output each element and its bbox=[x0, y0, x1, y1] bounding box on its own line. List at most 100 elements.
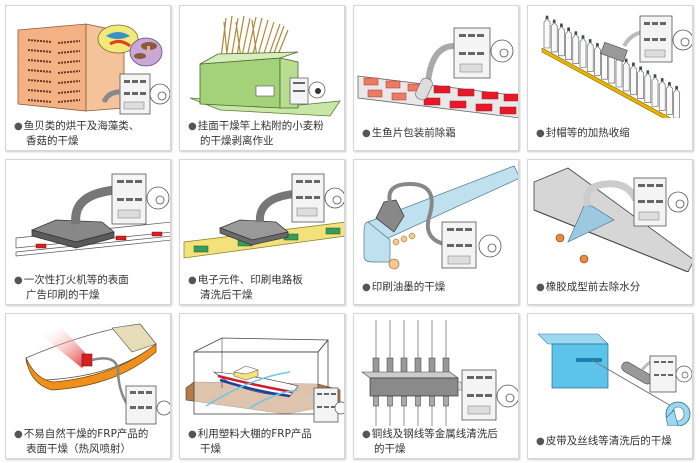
application-card-wire: ●铜线及钢线等金属线清洗后 的干燥 bbox=[353, 313, 519, 459]
heater-unit-icon bbox=[639, 15, 692, 63]
application-card-lighter: ●一次性打火机等的表面 广告印刷的干燥 bbox=[5, 159, 171, 305]
caption-line-1: 一次性打火机等的表面 bbox=[23, 274, 129, 286]
nozzle-icon bbox=[428, 357, 436, 375]
heater-unit-icon bbox=[633, 177, 689, 227]
application-caption: ●生鱼片包装前除霜 bbox=[362, 126, 514, 141]
application-caption: ●鱼贝类的烘干及海藻类、 香菇的干燥 bbox=[14, 119, 166, 149]
mushroom-bubble-icon bbox=[129, 37, 163, 67]
bullet-icon: ● bbox=[14, 121, 23, 132]
caption-line-1: 挂面干燥竿上粘附的小麦粉 bbox=[197, 120, 324, 132]
application-caption: ●印刷油墨的干燥 bbox=[362, 280, 514, 295]
heater-unit-icon bbox=[111, 173, 170, 225]
bottle-icon bbox=[594, 44, 601, 76]
nozzle-icon bbox=[387, 395, 393, 407]
fish-fillet-illustration bbox=[357, 27, 518, 118]
bottle-cap-icon bbox=[560, 23, 563, 28]
caption-line-1: 利用塑料大棚的FRP产品 bbox=[197, 428, 312, 440]
rubber-dewatering-illustration bbox=[533, 167, 692, 272]
caption-line-1: 不易自然干燥的FRP产品的 bbox=[23, 428, 149, 440]
application-card-ink: ●印刷油墨的干燥 bbox=[353, 159, 519, 305]
application-grid: ●鱼贝类的烘干及海藻类、 香菇的干燥 ●挂面干 bbox=[5, 5, 693, 459]
bottle-icon bbox=[558, 24, 565, 57]
bottle-cap-icon bbox=[581, 35, 585, 39]
application-caption: ●一次性打火机等的表面 广告印刷的干燥 bbox=[14, 273, 166, 303]
noodle-drying-illustration bbox=[189, 15, 341, 117]
nozzle-icon bbox=[414, 357, 422, 375]
caption-line-1: 铜线及钢线等金属线清洗后 bbox=[371, 428, 498, 440]
heater-unit-icon bbox=[453, 27, 514, 79]
application-card-rubber: ●橡胶成型前去除水分 bbox=[527, 159, 693, 305]
bottle-cap-shrink-illustration bbox=[541, 15, 692, 118]
bottle-cap-icon bbox=[668, 82, 671, 86]
heater-unit-icon bbox=[649, 355, 692, 393]
caption-line-2: 香菇的干燥 bbox=[26, 135, 79, 147]
caption-line-2: 广告印刷的干燥 bbox=[26, 289, 100, 301]
bottle-icon bbox=[630, 63, 637, 96]
caption-line-2: 的干燥 bbox=[374, 443, 406, 455]
bullet-icon: ● bbox=[362, 128, 371, 139]
bullet-icon: ● bbox=[188, 429, 197, 440]
bullet-icon: ● bbox=[14, 429, 23, 440]
nozzle-icon bbox=[415, 395, 421, 407]
application-card-seafood: ●鱼贝类的烘干及海藻类、 香菇的干燥 bbox=[5, 5, 171, 151]
bottle-cap-icon bbox=[574, 31, 578, 35]
bullet-icon: ● bbox=[536, 282, 545, 293]
caption-line-1: 橡胶成型前去除水分 bbox=[545, 281, 641, 293]
nozzle-icon bbox=[386, 357, 394, 375]
bottle-cap-icon bbox=[545, 15, 549, 20]
caption-line-2: 表面干燥（热风喷射） bbox=[26, 443, 131, 455]
pcb-drying-illustration bbox=[183, 173, 344, 259]
metal-wire-drying-illustration bbox=[361, 320, 518, 426]
bottle-icon bbox=[565, 28, 572, 60]
application-card-pcb: ●电子元件、印刷电路板 清洗后干燥 bbox=[179, 159, 345, 305]
bottle-cap-icon bbox=[588, 39, 592, 43]
bullet-icon: ● bbox=[362, 282, 371, 293]
bottle-icon bbox=[637, 67, 644, 99]
heater-unit-icon bbox=[101, 73, 170, 115]
application-caption: ●封帽等的加热收缩 bbox=[536, 126, 688, 141]
nozzle-icon bbox=[401, 395, 407, 407]
application-caption: ●铜线及钢线等金属线清洗后 的干燥 bbox=[362, 427, 514, 457]
application-caption: ●不易自然干燥的FRP产品的 表面干燥（热风喷射） bbox=[14, 427, 166, 457]
application-card-belt: ●皮带及丝线等清洗后的干燥 bbox=[527, 313, 693, 459]
bottle-cap-icon bbox=[653, 74, 657, 78]
caption-line-1: 封帽等的加热收缩 bbox=[545, 127, 630, 139]
heater-unit-icon bbox=[289, 77, 326, 105]
bottle-cap-icon bbox=[660, 78, 664, 82]
caption-line-2: 的干燥剥离作业 bbox=[200, 135, 274, 147]
application-caption: ●挂面干燥竿上粘附的小麦粉 的干燥剥离作业 bbox=[188, 119, 340, 149]
bottle-icon bbox=[586, 40, 594, 72]
caption-line-1: 电子元件、印刷电路板 bbox=[197, 274, 303, 286]
application-card-cap-shrink: ●封帽等的加热收缩 bbox=[527, 5, 693, 151]
lighter-printing-illustration bbox=[15, 173, 170, 257]
bottle-cap-icon bbox=[552, 19, 556, 24]
ink-drying-illustration bbox=[363, 165, 518, 270]
bullet-icon: ● bbox=[536, 128, 545, 139]
heater-unit-icon bbox=[313, 387, 344, 423]
bottle-cap-icon bbox=[646, 70, 650, 74]
heater-unit-icon bbox=[461, 369, 518, 421]
caption-line-1: 鱼贝类的烘干及海藻类、 bbox=[23, 120, 140, 132]
bottle-cap-icon bbox=[624, 58, 628, 63]
bottle-cap-icon bbox=[675, 85, 678, 90]
bottle-icon bbox=[543, 16, 551, 49]
caption-line-2: 干燥 bbox=[200, 443, 221, 455]
caption-line-1: 印刷油墨的干燥 bbox=[371, 281, 446, 293]
bullet-icon: ● bbox=[362, 429, 371, 440]
bottle-cap-icon bbox=[639, 66, 642, 71]
frp-boat-surface-illustration bbox=[25, 323, 170, 425]
bullet-icon: ● bbox=[188, 121, 197, 132]
application-caption: ●皮带及丝线等清洗后的干燥 bbox=[536, 434, 688, 449]
frp-greenhouse-illustration bbox=[185, 337, 344, 423]
heater-unit-icon bbox=[291, 173, 344, 223]
bottle-icon bbox=[658, 79, 666, 111]
application-caption: ●电子元件、印刷电路板 清洗后干燥 bbox=[188, 273, 340, 303]
bottle-icon bbox=[550, 20, 558, 53]
bottle-cap-icon bbox=[632, 62, 635, 67]
bottle-icon bbox=[644, 71, 652, 103]
bottle-cap-icon bbox=[567, 27, 570, 32]
bottle-icon bbox=[622, 59, 630, 92]
nozzle-icon bbox=[372, 357, 380, 375]
bullet-icon: ● bbox=[14, 275, 23, 286]
belt-thread-drying-illustration bbox=[537, 333, 692, 426]
